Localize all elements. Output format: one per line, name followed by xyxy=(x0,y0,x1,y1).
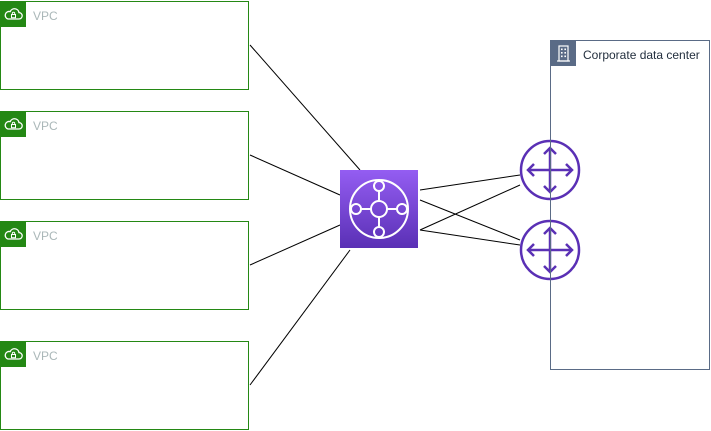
vpc-group[interactable]: VPC xyxy=(0,111,249,200)
transit-gateway-icon[interactable] xyxy=(340,170,418,248)
office-building-icon xyxy=(551,41,576,66)
connector-vpc1-tgw[interactable] xyxy=(249,44,361,171)
vpc-cloud-icon xyxy=(1,2,26,27)
connector-vpc3-tgw[interactable] xyxy=(249,224,341,266)
vpc-label: VPC xyxy=(33,229,58,243)
corporate-data-center-group[interactable]: Corporate data center xyxy=(550,40,710,370)
connector-vpc2-tgw[interactable] xyxy=(249,154,341,196)
connector-tgw-router2-a[interactable] xyxy=(419,199,521,241)
vpc-label: VPC xyxy=(33,349,58,363)
vpc-cloud-icon xyxy=(1,342,26,367)
connector-tgw-router2-b[interactable] xyxy=(419,229,521,246)
vpc-group[interactable]: VPC xyxy=(0,1,249,90)
datacenter-label: Corporate data center xyxy=(583,48,700,62)
connector-tgw-router1-b[interactable] xyxy=(419,184,521,231)
vpc-group[interactable]: VPC xyxy=(0,221,249,310)
vpc-cloud-icon xyxy=(1,222,26,247)
vpc-group[interactable]: VPC xyxy=(0,341,249,430)
connector-tgw-router1-a[interactable] xyxy=(419,174,521,191)
vpc-label: VPC xyxy=(33,9,58,23)
connector-vpc4-tgw[interactable] xyxy=(249,249,351,386)
vpc-label: VPC xyxy=(33,119,58,133)
vpc-cloud-icon xyxy=(1,112,26,137)
